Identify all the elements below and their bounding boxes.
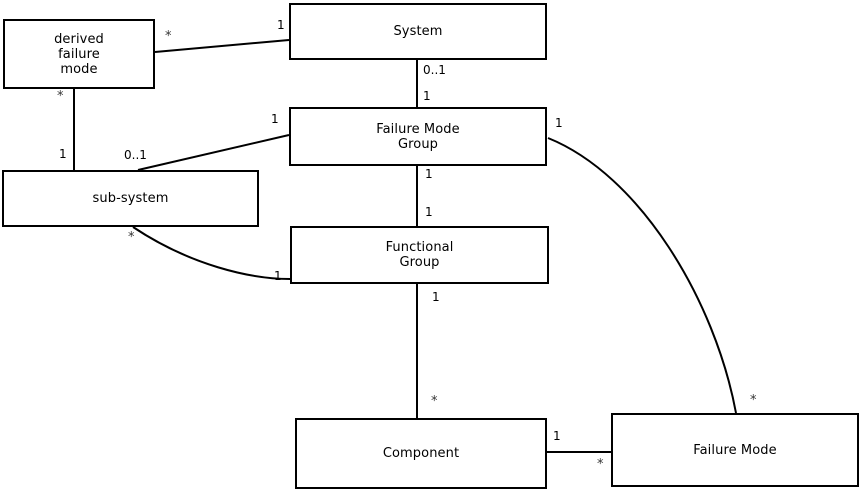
- multiplicity-failure-mode-group-to-system: 1: [423, 89, 431, 103]
- multiplicity-sub-system-to-derived-failure-mode: 1: [59, 147, 67, 161]
- multiplicity-system-to-failure-mode-group: 0..1: [423, 63, 446, 77]
- multiplicity-system-to-derived-failure-mode: 1: [277, 18, 285, 32]
- class-label-component: Component: [382, 446, 460, 461]
- class-box-component[interactable]: Component: [295, 418, 547, 489]
- multiplicity-failure-mode-group-to-failure-mode: 1: [555, 116, 563, 130]
- multiplicity-derived-failure-mode-to-system: *: [165, 29, 172, 44]
- class-label-functional-group: Functional Group: [385, 240, 454, 270]
- association-failure-mode-group-failure-mode: [547, 137, 737, 414]
- class-box-functional-group[interactable]: Functional Group: [290, 226, 549, 284]
- multiplicity-failure-mode-to-failure-mode-group: *: [750, 393, 757, 408]
- multiplicity-sub-system-to-functional-group: *: [128, 230, 135, 245]
- class-label-derived-failure-mode: derived failure mode: [54, 31, 104, 77]
- class-label-failure-mode: Failure Mode: [693, 442, 777, 458]
- multiplicity-component-to-failure-mode: 1: [553, 429, 561, 443]
- class-label-system: System: [393, 24, 443, 39]
- multiplicity-functional-group-to-failure-mode-group: 1: [425, 205, 433, 219]
- association-sub-system-failure-mode-group: [137, 134, 290, 171]
- class-label-failure-mode-group: Failure Mode Group: [376, 121, 460, 152]
- multiplicity-failure-mode-to-component: *: [597, 457, 604, 472]
- multiplicity-sub-system-to-failure-mode-group: 0..1: [124, 148, 147, 162]
- class-box-sub-system[interactable]: sub-system: [2, 170, 259, 227]
- multiplicity-derived-failure-mode-to-sub-system: *: [57, 89, 64, 104]
- multiplicity-functional-group-to-component: 1: [432, 290, 440, 304]
- class-label-sub-system: sub-system: [92, 191, 169, 206]
- class-box-failure-mode-group[interactable]: Failure Mode Group: [289, 107, 547, 166]
- association-derived-failure-mode-system: [154, 39, 290, 53]
- class-box-system[interactable]: System: [289, 3, 547, 60]
- multiplicity-failure-mode-group-to-functional-group: 1: [425, 167, 433, 181]
- multiplicity-component-to-functional-group: *: [431, 394, 438, 409]
- multiplicity-failure-mode-group-to-sub-system: 1: [271, 112, 279, 126]
- association-sub-system-functional-group: [132, 226, 291, 280]
- multiplicity-functional-group-to-sub-system: 1: [274, 269, 282, 283]
- class-box-derived-failure-mode[interactable]: derived failure mode: [3, 19, 155, 89]
- class-box-failure-mode[interactable]: Failure Mode: [611, 413, 859, 487]
